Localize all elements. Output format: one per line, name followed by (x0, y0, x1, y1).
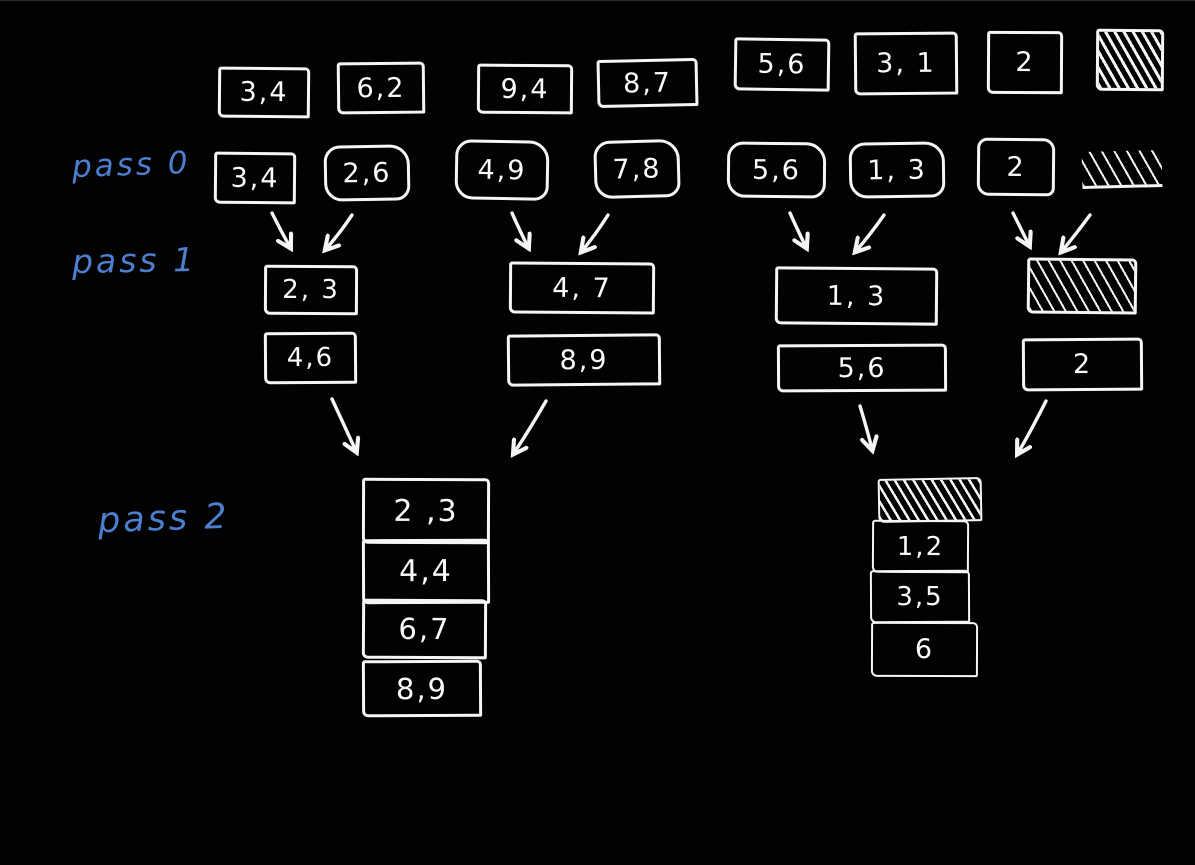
merge-arrow (330, 397, 356, 451)
merge-arrow (1018, 399, 1048, 453)
pass1-run-box: 2 (1021, 337, 1144, 392)
input-run-box: 2 (986, 30, 1064, 95)
pass0-run-box: 7,8 (593, 138, 681, 200)
input-run-box: 3, 1 (853, 31, 959, 96)
pass2-run-box: 8,9 (361, 659, 483, 718)
pass0-run-box: 1, 3 (848, 141, 946, 199)
input-run-box: 5,6 (733, 37, 831, 92)
input-run-box: 9,4 (476, 63, 574, 115)
pass2-label: pass 2 (97, 496, 231, 542)
pass2-run-box: 3,5 (869, 569, 971, 624)
hatched-empty-box (1026, 257, 1138, 315)
pass2-run-box: 1,2 (871, 519, 970, 574)
merge-arrow (270, 211, 290, 247)
input-run-box: 3,4 (217, 66, 311, 119)
pass0-run-box: 5,6 (726, 141, 827, 199)
hatched-empty-box (877, 477, 983, 523)
pass1-run-box: 5,6 (776, 343, 948, 393)
pass2-run-box: 2 ,3 (361, 477, 491, 545)
merge-arrow (858, 404, 872, 449)
pass2-run-box: 4,4 (361, 538, 491, 605)
hatched-empty-box (1081, 149, 1163, 190)
merge-arrow (856, 213, 886, 251)
pass1-run-box: 8,9 (506, 333, 662, 387)
pass0-run-box: 2 (976, 137, 1056, 197)
pass1-run-box: 4,6 (263, 331, 358, 385)
pass1-run-box: 2, 3 (263, 264, 359, 316)
pass0-run-box: 4,9 (454, 139, 550, 201)
pass0-run-box: 2,6 (323, 144, 411, 202)
pass1-run-box: 4, 7 (508, 261, 656, 315)
input-run-box: 6,2 (336, 61, 426, 115)
pass1-run-box: 1, 3 (774, 266, 939, 326)
pass2-run-box: 6 (870, 621, 979, 678)
input-run-box: 8,7 (596, 57, 699, 109)
merge-arrow (514, 399, 548, 453)
merge-arrow (582, 213, 610, 251)
merge-arrow (326, 213, 354, 249)
pass2-run-box: 6,7 (361, 598, 488, 660)
hatched-empty-box (1095, 28, 1165, 92)
pass1-label: pass 1 (71, 239, 198, 282)
merge-arrow (788, 211, 806, 247)
merge-arrow (510, 211, 528, 247)
merge-arrow (1062, 213, 1092, 251)
pass0-run-box: 3,4 (213, 151, 297, 205)
merge-arrow (1011, 211, 1029, 245)
pass0-label: pass 0 (71, 144, 192, 186)
